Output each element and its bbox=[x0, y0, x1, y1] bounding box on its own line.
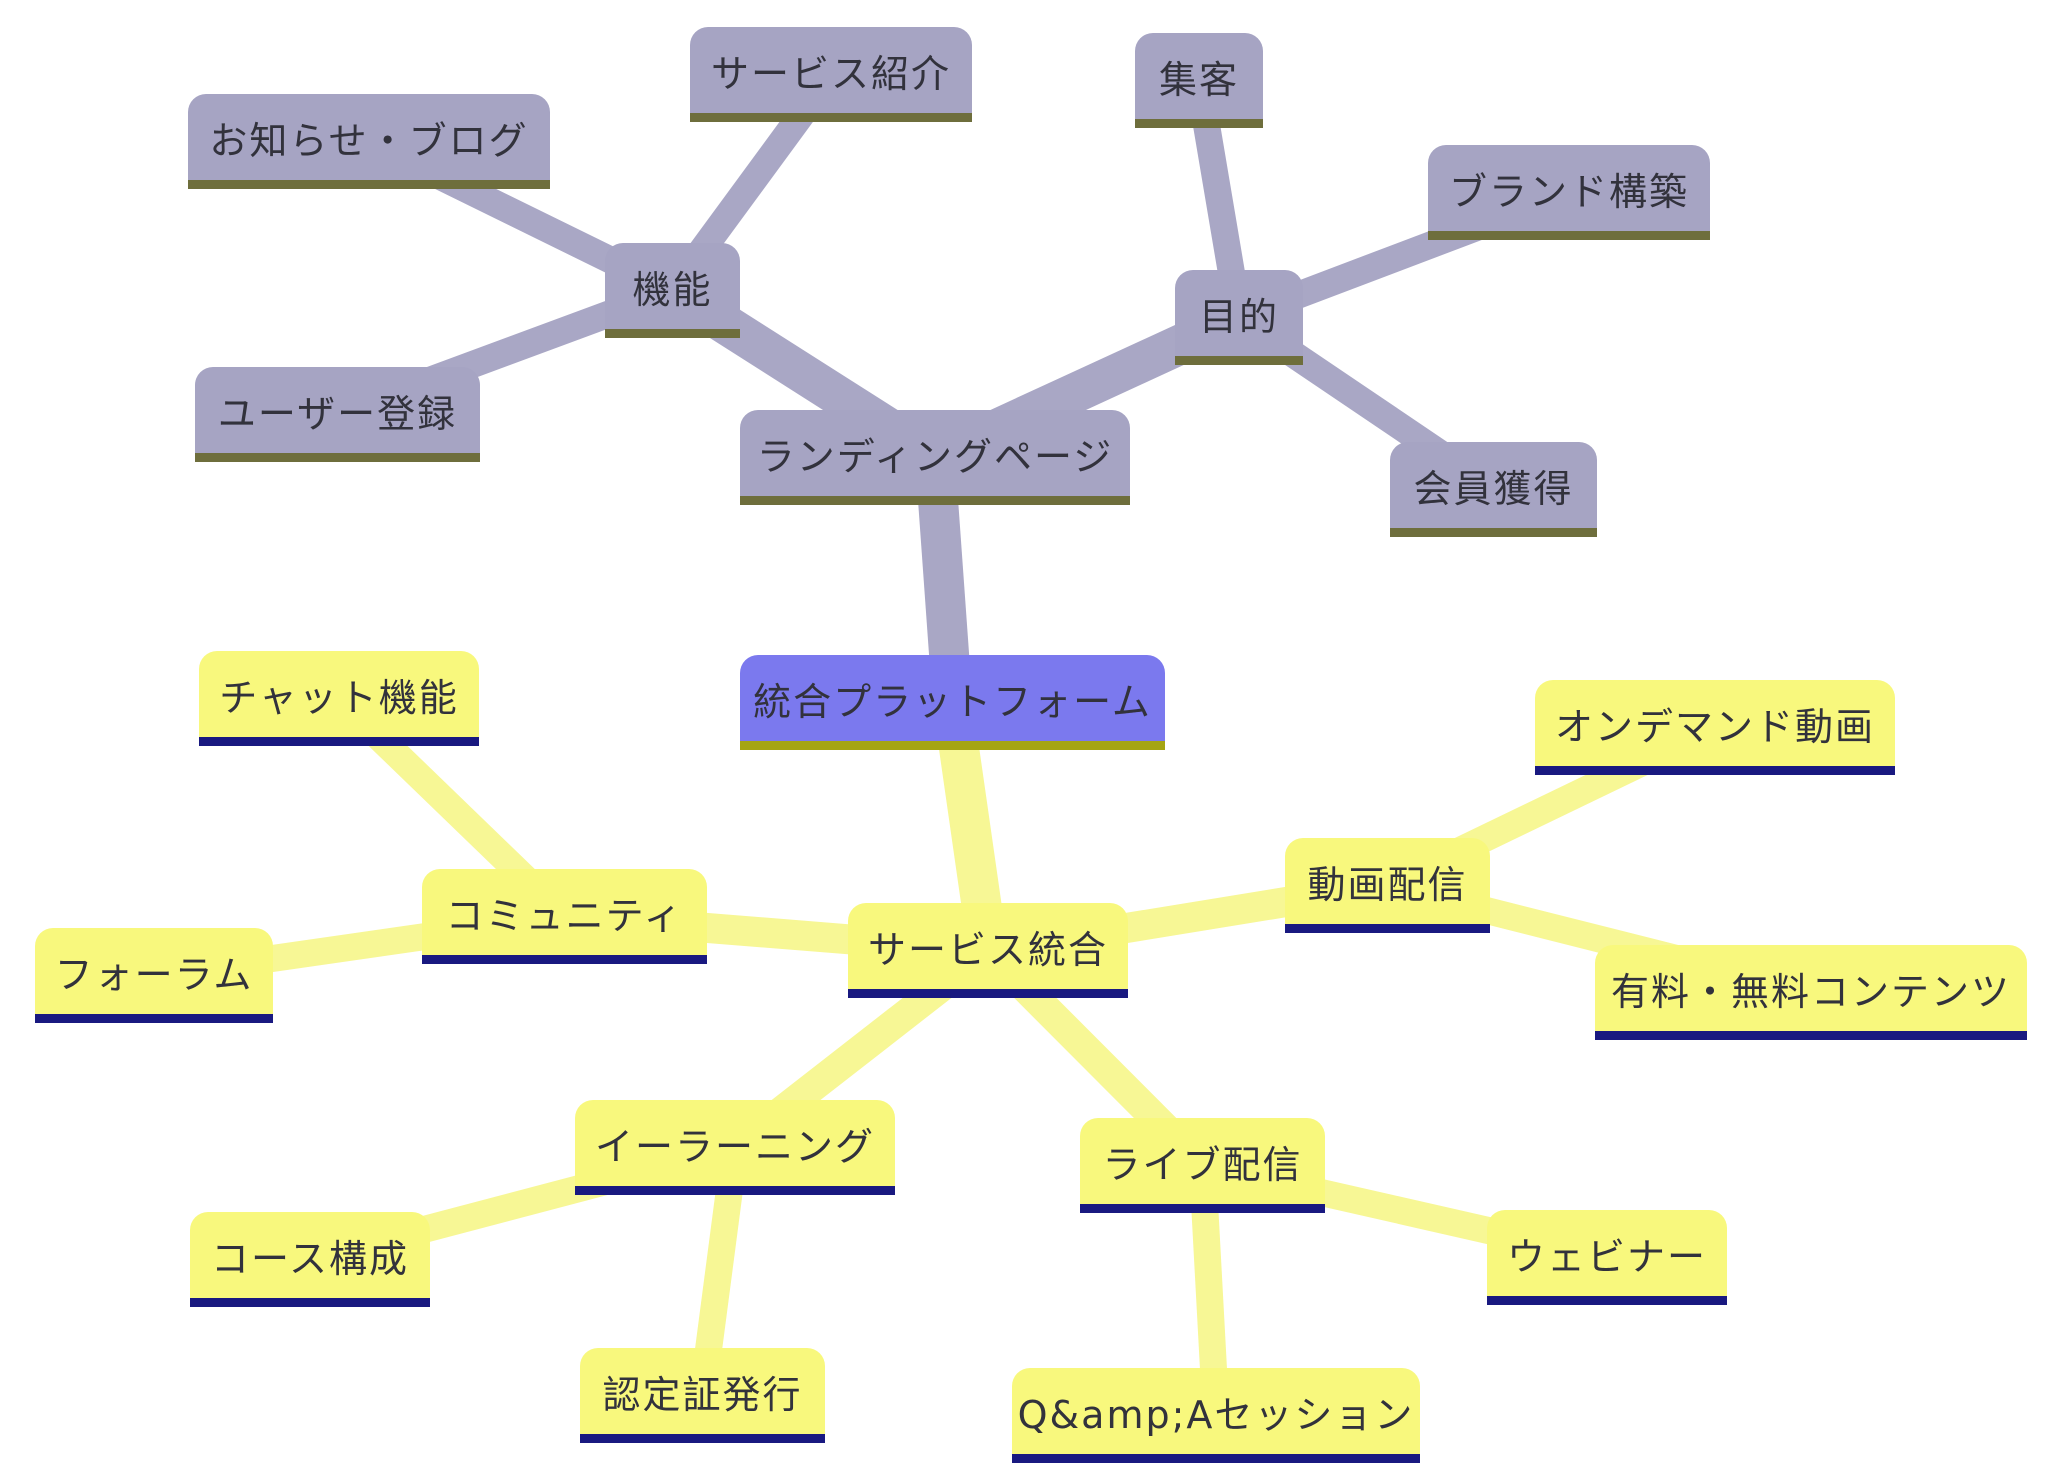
node-service-integration[interactable]: サービス統合 bbox=[848, 903, 1128, 998]
node-label-forum: フォーラム bbox=[54, 952, 254, 997]
node-label-webinar: ウェビナー bbox=[1506, 1234, 1707, 1279]
node-label-chat-function: チャット機能 bbox=[219, 675, 459, 720]
node-brand-building[interactable]: ブランド構築 bbox=[1428, 145, 1710, 240]
node-community[interactable]: コミュニティ bbox=[422, 869, 707, 964]
node-course-structure[interactable]: コース構成 bbox=[190, 1212, 430, 1307]
node-webinar[interactable]: ウェビナー bbox=[1487, 1210, 1727, 1305]
node-label-purpose: 目的 bbox=[1198, 294, 1279, 339]
node-notice-blog[interactable]: お知らせ・ブログ bbox=[188, 94, 550, 189]
node-label-paid-free-content: 有料・無料コンテンツ bbox=[1610, 969, 2011, 1014]
node-on-demand-video[interactable]: オンデマンド動画 bbox=[1535, 680, 1895, 775]
node-label-integrated-platform: 統合プラットフォーム bbox=[753, 679, 1152, 724]
node-label-service-integration: サービス統合 bbox=[867, 927, 1108, 972]
node-label-brand-building: ブランド構築 bbox=[1448, 169, 1689, 214]
node-label-service-intro: サービス紹介 bbox=[710, 51, 951, 96]
node-label-landing-page: ランディングページ bbox=[756, 434, 1114, 479]
node-service-intro[interactable]: サービス紹介 bbox=[690, 27, 972, 122]
node-label-e-learning: イーラーニング bbox=[594, 1124, 875, 1169]
node-label-user-registration: ユーザー登録 bbox=[217, 391, 458, 436]
node-certificate-issuance[interactable]: 認定証発行 bbox=[580, 1348, 825, 1443]
node-label-qa-session: Q&amp;Aセッション bbox=[1017, 1392, 1415, 1437]
node-paid-free-content[interactable]: 有料・無料コンテンツ bbox=[1595, 945, 2027, 1040]
node-label-member-acquisition: 会員獲得 bbox=[1413, 466, 1574, 511]
node-live-streaming[interactable]: ライブ配信 bbox=[1080, 1118, 1325, 1213]
node-label-course-structure: コース構成 bbox=[210, 1236, 410, 1281]
node-label-notice-blog: お知らせ・ブログ bbox=[209, 118, 529, 163]
node-label-certificate-issuance: 認定証発行 bbox=[602, 1372, 803, 1417]
node-chat-function[interactable]: チャット機能 bbox=[199, 651, 479, 746]
node-video-distribution[interactable]: 動画配信 bbox=[1285, 838, 1490, 933]
node-user-registration[interactable]: ユーザー登録 bbox=[195, 367, 480, 462]
node-purpose[interactable]: 目的 bbox=[1175, 270, 1303, 365]
node-label-live-streaming: ライブ配信 bbox=[1102, 1142, 1303, 1187]
node-e-learning[interactable]: イーラーニング bbox=[575, 1100, 895, 1195]
node-features[interactable]: 機能 bbox=[605, 243, 740, 338]
node-landing-page[interactable]: ランディングページ bbox=[740, 410, 1130, 505]
node-label-attract-customers: 集客 bbox=[1158, 57, 1239, 102]
node-integrated-platform[interactable]: 統合プラットフォーム bbox=[740, 655, 1165, 750]
node-label-features: 機能 bbox=[632, 267, 713, 312]
node-label-on-demand-video: オンデマンド動画 bbox=[1554, 704, 1875, 749]
node-member-acquisition[interactable]: 会員獲得 bbox=[1390, 442, 1597, 537]
node-attract-customers[interactable]: 集客 bbox=[1135, 33, 1263, 128]
node-label-community: コミュニティ bbox=[445, 893, 684, 938]
node-forum[interactable]: フォーラム bbox=[35, 928, 273, 1023]
node-qa-session[interactable]: Q&amp;Aセッション bbox=[1012, 1368, 1420, 1463]
node-label-video-distribution: 動画配信 bbox=[1307, 862, 1468, 907]
